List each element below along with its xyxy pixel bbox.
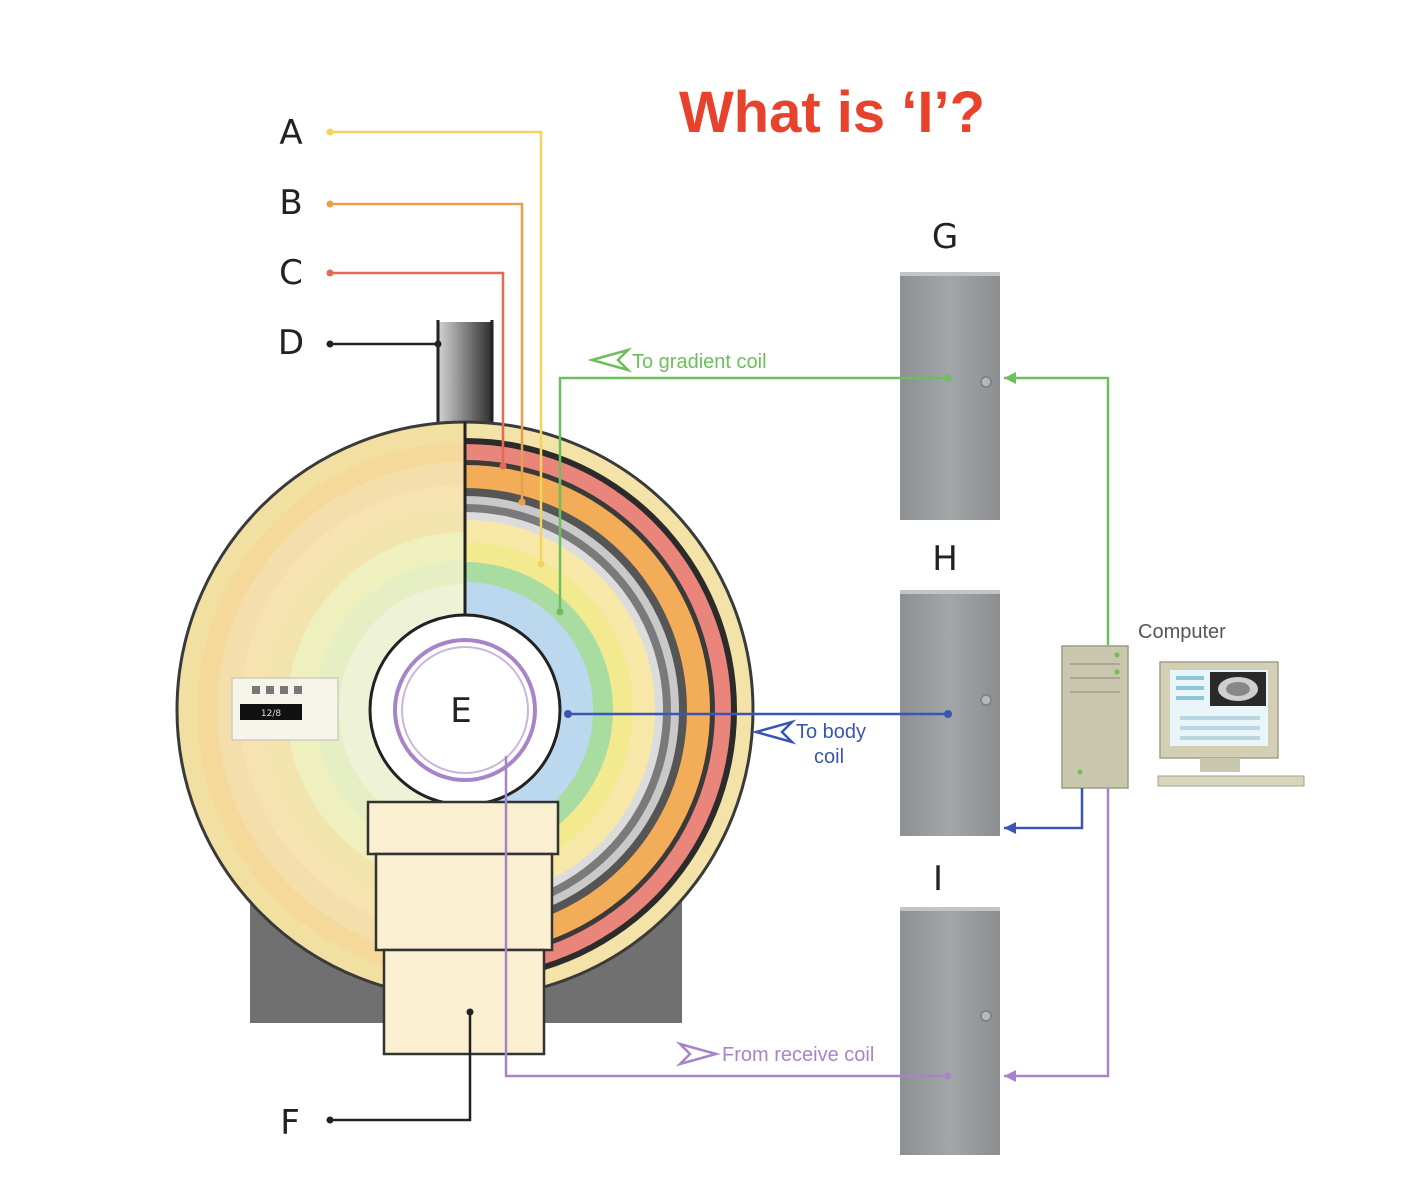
cabinet-i	[900, 907, 1000, 1155]
label-i: I	[933, 859, 943, 899]
label-f: F	[280, 1103, 300, 1143]
computer-monitor	[1157, 661, 1305, 787]
table-base	[382, 948, 546, 1056]
body-label-line1: To body	[796, 721, 866, 743]
label-c: C	[279, 253, 303, 293]
leader-c	[330, 271, 505, 466]
label-g: G	[932, 217, 958, 257]
computer-label: Computer	[1138, 621, 1226, 643]
table-middle	[374, 852, 554, 952]
leader-b	[330, 202, 524, 502]
receive-arrow-icon	[675, 1041, 721, 1067]
receive-coil-ring	[393, 638, 537, 782]
receive-connection	[504, 756, 1110, 1078]
body-connection	[568, 712, 1084, 830]
question-title: What is ‘I’?	[679, 80, 985, 145]
leader-f	[330, 1012, 472, 1122]
label-b: B	[279, 183, 302, 223]
computer-tower	[1061, 645, 1129, 789]
body-label-line2: coil	[814, 746, 844, 768]
receive-label: From receive coil	[722, 1044, 874, 1066]
cabinet-g	[900, 272, 1000, 520]
control-panel: 12/8	[231, 677, 339, 741]
gradient-label: To gradient coil	[632, 351, 767, 373]
panel-display: 12/8	[261, 709, 281, 719]
leader-a	[330, 130, 543, 564]
label-d: D	[278, 323, 304, 363]
label-h: H	[932, 539, 958, 579]
label-a: A	[279, 113, 302, 153]
label-e: E	[450, 691, 471, 731]
table-top	[366, 800, 560, 856]
gradient-arrow-icon	[587, 347, 633, 373]
gradient-connection	[558, 376, 1110, 645]
body-arrow-icon	[751, 719, 797, 745]
